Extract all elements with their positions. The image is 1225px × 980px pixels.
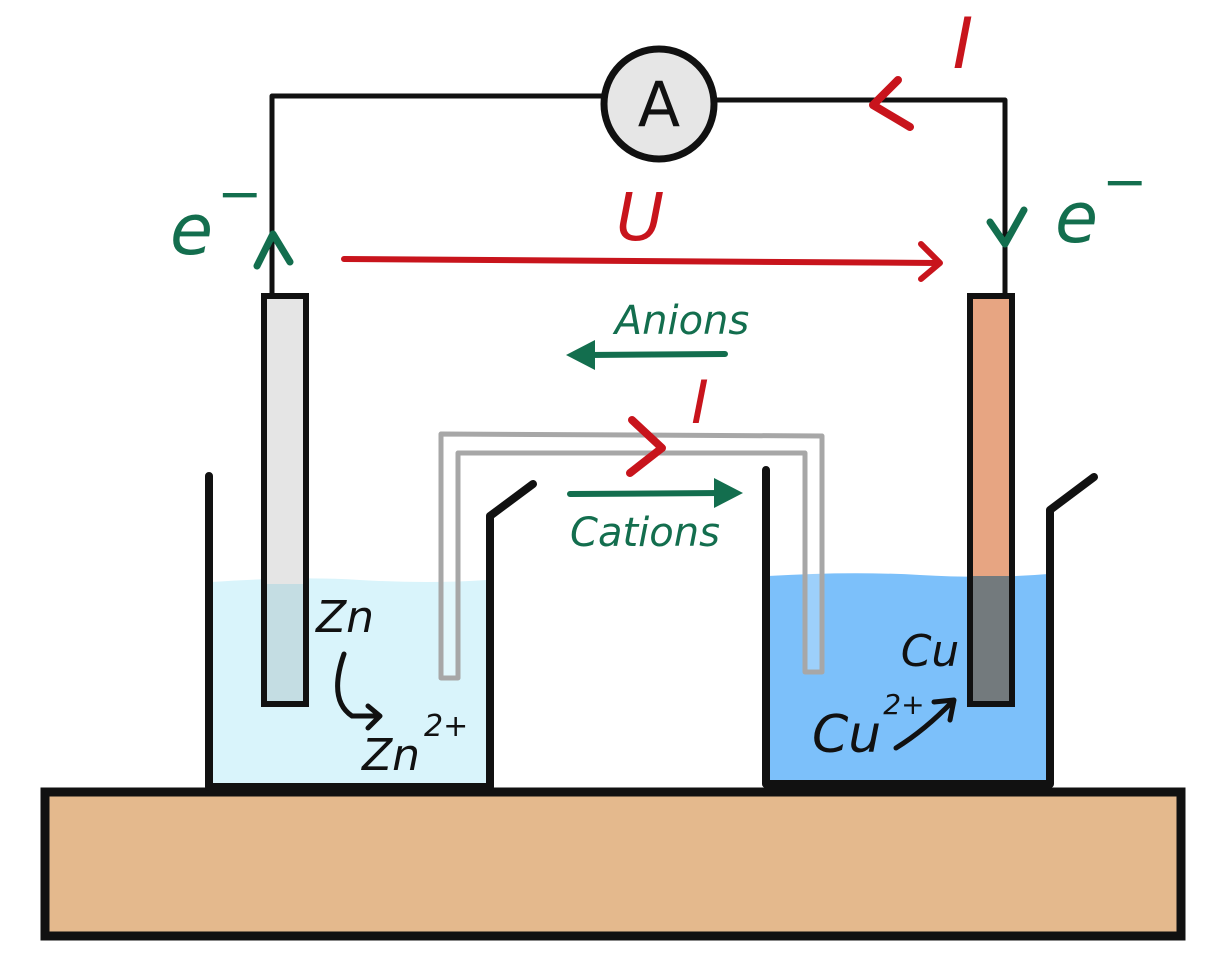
electron-charge-right: − [1102, 150, 1147, 213]
current-arrowhead-bridge [626, 416, 666, 477]
external-wire [269, 93, 1008, 296]
zn-ion-charge: 2+ [424, 709, 468, 744]
cations-label: Cations [570, 510, 720, 556]
current-label-bridge: I [691, 368, 709, 438]
electron-label-left: e− [170, 162, 262, 271]
ammeter-label: A [638, 68, 680, 141]
electron-arrow-left [253, 230, 294, 270]
zn-beaker [205, 472, 537, 791]
current-arrowhead-top [869, 76, 914, 131]
cations-arrow [567, 478, 743, 508]
cu-ion-charge: 2+ [883, 688, 924, 721]
zn-oxidation-arrow [335, 651, 383, 731]
cu-beaker [762, 466, 1098, 788]
electron-arrow-right [986, 206, 1028, 248]
zn-label: Zn [315, 592, 374, 643]
base-block [40, 787, 1186, 941]
current-label-top: I [953, 3, 974, 85]
cu-ion-label: Cu2+ [812, 688, 925, 765]
anions-arrow [566, 340, 728, 370]
anions-label: Anions [612, 298, 750, 344]
voltage-label: U [616, 179, 664, 256]
voltage-arrow [341, 241, 943, 282]
ammeter: A [600, 45, 718, 163]
zn-ion-label: Zn2+ [361, 709, 468, 781]
zn-electrode [261, 293, 309, 707]
cu-reduction-arrow [893, 697, 957, 751]
cu-label: Cu [901, 626, 960, 677]
salt-bridge [438, 431, 825, 681]
electron-label-right: e− [1055, 150, 1147, 259]
electron-charge-left: − [217, 162, 262, 225]
cu-electrode [967, 293, 1015, 707]
